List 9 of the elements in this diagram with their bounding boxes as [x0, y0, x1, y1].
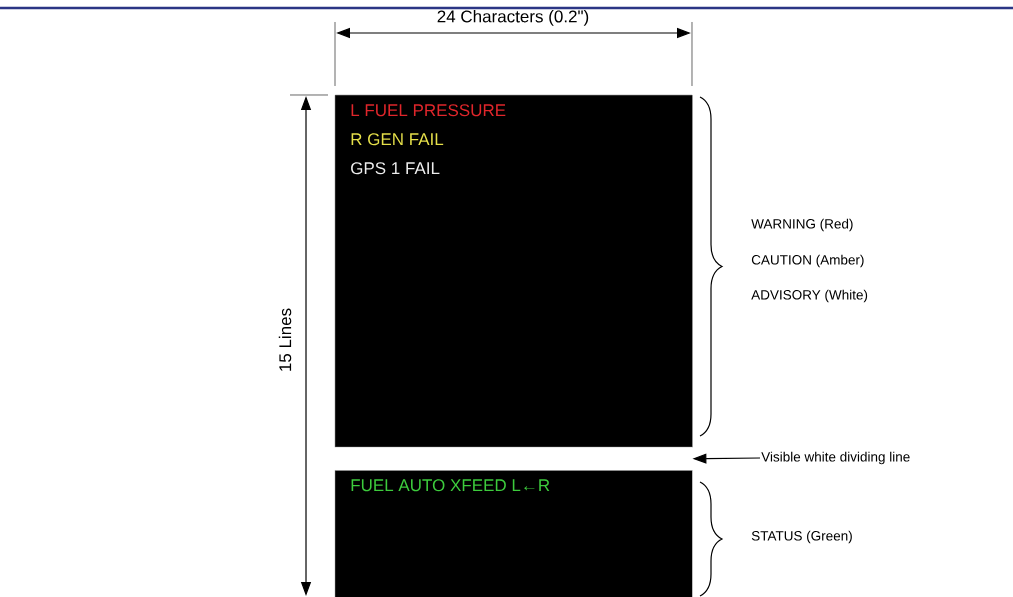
category-label: WARNING (Red) [751, 218, 853, 232]
category-label: STATUS (Green) [751, 530, 852, 544]
display-panel: L FUEL PRESSURE R GEN FAIL GPS 1 FAIL [335, 95, 693, 448]
dimension-label: 15 Lines [278, 308, 292, 371]
display-panel: FUEL AUTO XFEED L←R [335, 470, 693, 597]
category-label: CAUTION (Amber) [751, 254, 864, 268]
callout-text: Visible white dividing line [761, 451, 910, 465]
dimension-label: 24 Characters (0.2") [437, 9, 589, 26]
category-label: ADVISORY (White) [751, 289, 868, 303]
